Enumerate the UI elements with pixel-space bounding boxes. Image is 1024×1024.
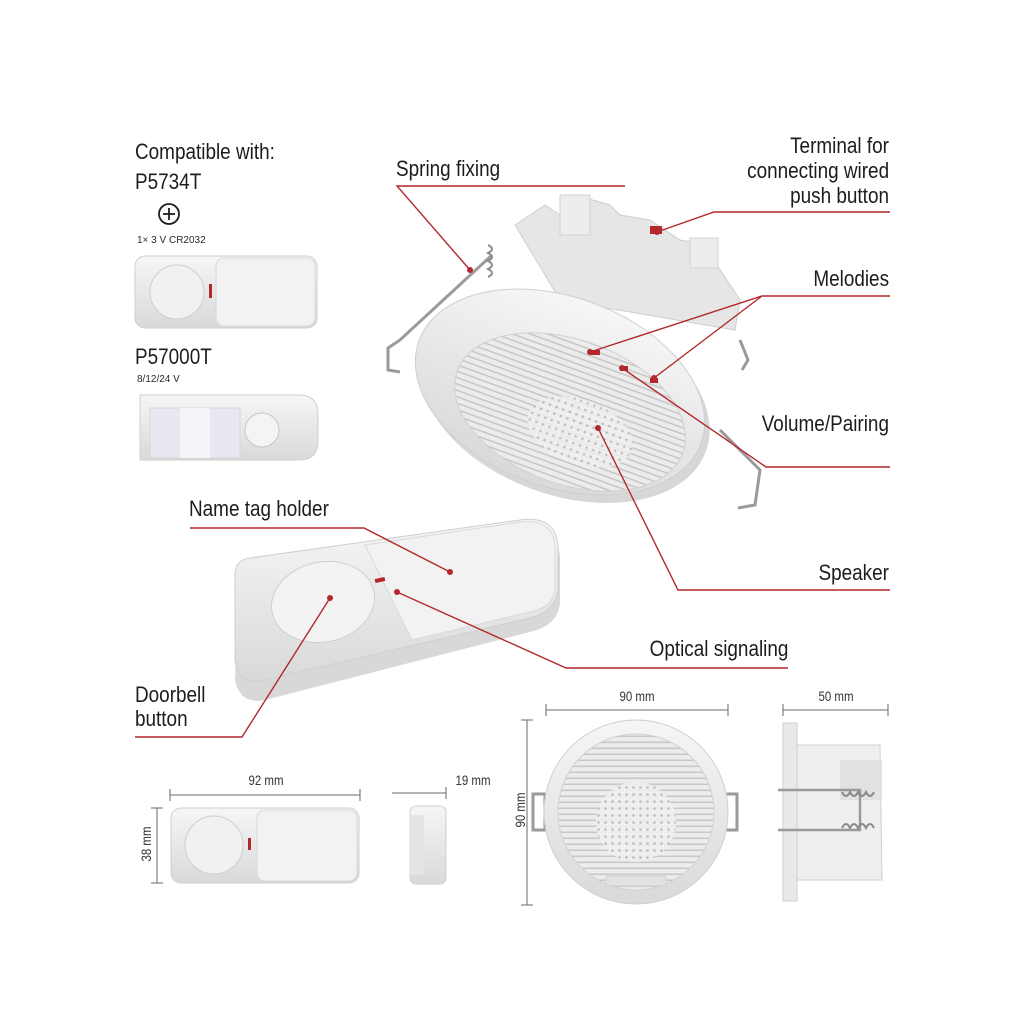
- callout-spring-fixing: Spring fixing: [396, 156, 501, 181]
- battery-icon: [158, 203, 180, 225]
- dim-speaker-height: 90 mm: [512, 792, 528, 828]
- dim-speaker-depth: 50 mm: [818, 688, 854, 704]
- dim-button-width: 92 mm: [248, 772, 284, 788]
- callout-name-tag-holder: Name tag holder: [189, 496, 329, 521]
- compatible-heading: Compatible with:: [135, 139, 275, 164]
- callout-speaker: Speaker: [818, 560, 889, 585]
- callout-optical-signaling: Optical signaling: [649, 636, 788, 661]
- compatible-model-p57000t: P57000T: [135, 344, 212, 369]
- callout-melodies: Melodies: [813, 266, 889, 291]
- doorbell-button-front-view: [170, 807, 360, 884]
- callout-terminal-line3: push button: [790, 183, 889, 208]
- compatible-model-p5734t: P5734T: [135, 169, 202, 194]
- voltage-spec: 8/12/24 V: [137, 374, 180, 385]
- speaker-main-image: [386, 194, 762, 510]
- callout-terminal-line1: Terminal for: [790, 133, 889, 158]
- doorbell-button-side-view: [409, 805, 447, 885]
- doorbell-button-main-image: [234, 518, 560, 701]
- speaker-side-view: [778, 722, 883, 902]
- battery-spec: 1× 3 V CR2032: [137, 235, 206, 246]
- p57000t-transmitter-image: [139, 394, 319, 461]
- callout-leader-lines: [135, 185, 890, 738]
- p5734t-transmitter-image: [134, 255, 318, 329]
- dim-speaker-width: 90 mm: [619, 688, 655, 704]
- callout-terminal-line2: connecting wired: [747, 158, 889, 183]
- callout-volume-pairing: Volume/Pairing: [761, 411, 889, 436]
- dim-button-height: 38 mm: [138, 826, 154, 862]
- speaker-front-view: [531, 719, 739, 905]
- callout-doorbell-line2: button: [135, 706, 188, 731]
- dim-button-depth: 19 mm: [455, 772, 491, 788]
- dimension-lines: [151, 704, 889, 906]
- callout-doorbell-line1: Doorbell: [135, 682, 206, 707]
